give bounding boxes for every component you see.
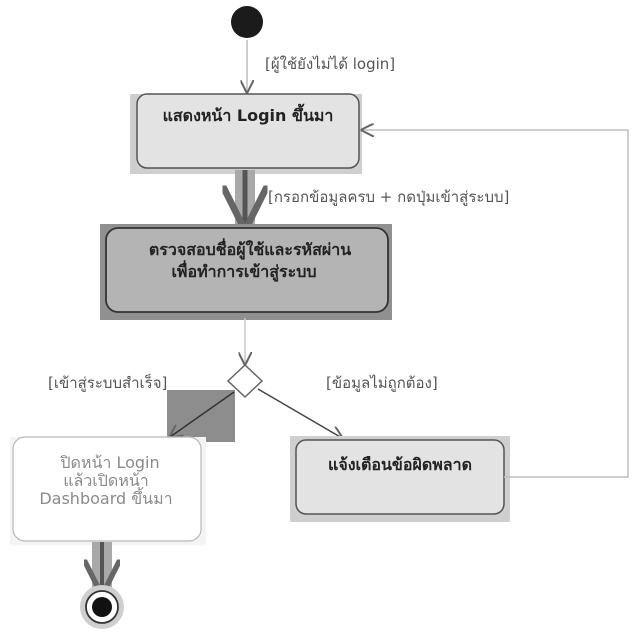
activity-show-error: แจ้งเตือนข้อผิดพลาด <box>290 436 510 522</box>
final-node <box>80 585 124 629</box>
initial-node <box>231 6 263 38</box>
guard-login-success: [เข้าสู่ระบบสำเร็จ] <box>48 373 167 392</box>
flow-decision-to-close <box>170 391 235 437</box>
activity-show-error-label: แจ้งเตือนข้อผิดพลาด <box>328 455 472 474</box>
activity-open-dashboard-line3: Dashboard ขึ้นมา <box>39 487 172 508</box>
activity-verify-credentials: ตรวจสอบชื่อผู้ใช้และรหัสผ่าน เพื่อทำการเ… <box>100 224 392 320</box>
activity-show-login-label: แสดงหน้า Login ขึ้นมา <box>163 103 334 125</box>
activity-open-dashboard-line2: แล้วเปิดหน้า <box>63 471 149 490</box>
flow-error-loop-back <box>362 130 629 478</box>
decision-node <box>226 363 264 399</box>
activity-show-login: แสดงหน้า Login ขึ้นมา <box>130 93 362 174</box>
guard-invalid-data: [ข้อมูลไม่ถูกต้อง] <box>326 374 438 392</box>
activity-open-dashboard-line1: ปิดหน้า Login <box>60 453 160 472</box>
activity-verify-line1: ตรวจสอบชื่อผู้ใช้และรหัสผ่าน <box>149 238 351 261</box>
activity-open-dashboard: ปิดหน้า Login แล้วเปิดหน้า Dashboard ขึ้… <box>10 436 206 545</box>
activity-verify-line2: เพื่อทำการเข้าสู่ระบบ <box>171 260 316 283</box>
guard-not-logged-in: [ผู้ใช้ยังไม่ได้ login] <box>265 55 395 73</box>
flow-decision-to-error <box>257 388 342 438</box>
guard-filled-form: [กรอกข้อมูลครบ + กดปุ่มเข้าสู่ระบบ] <box>268 188 509 207</box>
